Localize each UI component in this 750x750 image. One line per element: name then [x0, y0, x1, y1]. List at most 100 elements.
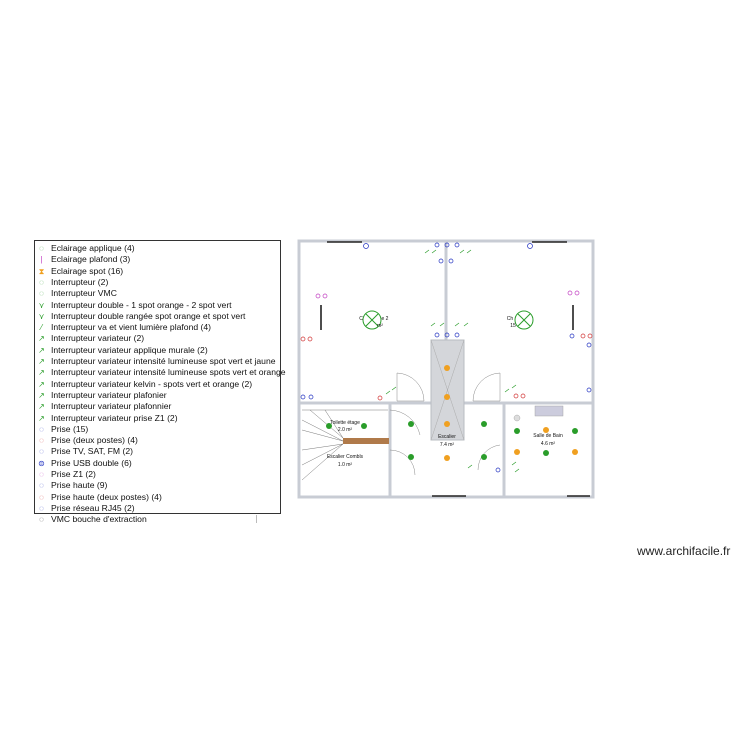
legend-item: ↗ Interrupteur variateur (2)	[37, 333, 144, 344]
legend-item: ◌ Interrupteur (2)	[37, 277, 108, 288]
legend-item: ↗ Interrupteur variateur prise Z1 (2)	[37, 412, 178, 424]
legend-item: ↗ Interrupteur variateur intensité lumine…	[37, 367, 286, 378]
windows	[320, 241, 590, 497]
vmc-icon: ◌	[39, 515, 44, 525]
partial-label: Ch	[507, 316, 514, 322]
legend-item-label: Interrupteur variateur (2)	[51, 333, 145, 344]
high-outlet-icon: ◌	[39, 481, 44, 491]
legend-item: | Eclairage plafond (3)	[37, 254, 130, 265]
dimmer-icon: ↗	[38, 357, 45, 366]
legend-item-label: Interrupteur VMC	[51, 288, 117, 299]
dimmer-icon: ↗	[38, 345, 45, 355]
room-area: 4.6 m²	[541, 441, 556, 447]
legend-item: ↗ Interrupteur variateur plafonier	[37, 389, 167, 401]
partial-label: 15	[510, 323, 516, 329]
legend-item: ◌ Prise haute (deux postes) (4)	[37, 492, 162, 503]
legend-item-label: Interrupteur double rangée spot orange e…	[51, 310, 246, 321]
partial-label: e 2	[382, 316, 389, 322]
sink	[534, 405, 564, 417]
toilet	[513, 414, 521, 422]
green-spots	[326, 421, 578, 460]
partial-label: m²	[377, 323, 383, 329]
legend-item-label: Interrupteur variateur plafonier	[51, 389, 167, 400]
dimmer-icon: ↗	[38, 390, 45, 400]
legend-item: ⋎ Interrupteur double rangée spot orange …	[37, 310, 246, 322]
legend-item: ◌ Prise TV, SAT, FM (2)	[37, 446, 133, 457]
legend-item-label: Interrupteur variateur prise Z1 (2)	[51, 412, 178, 423]
room-name: Escalier Combls	[327, 454, 364, 460]
legend-item-label: Prise haute (deux postes) (4)	[51, 491, 162, 502]
legend-item-label: VMC bouche d'extraction	[51, 514, 147, 525]
double-outlet-icon: ◌	[39, 436, 44, 446]
room-name: Salle de Bain	[533, 433, 563, 439]
two-way-switch-icon: ⁄	[40, 323, 43, 333]
legend-item-label: Interrupteur double - 1 spot orange - 2 …	[51, 299, 232, 310]
dimmer-icon: ↗	[38, 334, 45, 344]
legend-item-label: Prise réseau RJ45 (2)	[51, 502, 135, 513]
doors	[389, 372, 501, 476]
legend-item: ◌ Eclairage applique (4)	[37, 243, 135, 254]
scale-tick	[256, 515, 257, 523]
outlet-icon: ◌	[39, 470, 44, 479]
legend-item-label: Eclairage applique (4)	[51, 243, 135, 253]
legend-item-label: Eclairage plafond (3)	[51, 254, 131, 265]
legend-item: ◌ Prise réseau RJ45 (2)	[37, 502, 135, 514]
room-name: Toilette étage	[330, 420, 360, 426]
outlet-icon: ◌	[39, 424, 44, 434]
switch-icon: ◌	[39, 289, 44, 299]
switch-icon: ◌	[39, 277, 44, 287]
dimmer-icon: ↗	[38, 402, 45, 412]
usb-outlet-icon: ⊜	[38, 458, 45, 468]
outlets	[300, 242, 593, 473]
legend-item-label: Prise USB double (6)	[51, 457, 132, 468]
ceiling-light-icon: |	[40, 255, 43, 265]
legend-item-label: Eclairage spot (16)	[51, 265, 124, 276]
legend-item-label: Prise (deux postes) (4)	[51, 435, 138, 446]
legend-item: ◌ Interrupteur VMC	[37, 288, 117, 299]
legend-item-label: Interrupteur (2)	[51, 276, 109, 287]
legend-item: ◌ VMC bouche d'extraction	[37, 514, 147, 525]
high-outlet-icon: ◌	[39, 492, 44, 502]
legend-item: ⧗ Eclairage spot (16)	[37, 266, 123, 277]
room-area: 7.4 m²	[440, 442, 455, 448]
legend-item: ↗ Interrupteur variateur kelvin - spots v…	[37, 379, 252, 390]
double-switch-icon: ⋎	[38, 311, 45, 321]
ceiling-lights	[362, 310, 534, 330]
legend-item: ⋎ Interrupteur double - 1 spot orange - 2…	[37, 300, 232, 311]
stair-landing	[343, 438, 389, 444]
room-area: 2.0 m²	[338, 427, 353, 433]
legend-item-label: Interrupteur variateur plafonnier	[51, 401, 172, 412]
legend-item-label: Interrupteur va et vient lumière plafond…	[51, 322, 212, 333]
spots	[444, 365, 578, 461]
legend-item: ◌ Prise haute (9)	[37, 480, 107, 491]
floor-plan[interactable]: Toilette étage 2.0 m² Escalier Combls 1.…	[296, 238, 596, 500]
dimmer-icon: ↗	[38, 413, 45, 423]
room-name: 1.0 m²	[338, 462, 353, 468]
legend-item: ↗ Interrupteur variateur plafonnier	[37, 401, 171, 412]
dimmer-icon: ↗	[38, 368, 45, 378]
stairs	[301, 409, 388, 481]
legend-item: ↗ Interrupteur variateur applique murale …	[37, 345, 208, 356]
dimmer-icon: ↗	[38, 379, 45, 389]
spot-icon: ⧗	[38, 266, 45, 276]
tv-outlet-icon: ◌	[39, 447, 44, 457]
legend-item-label: Interrupteur variateur kelvin - spots ve…	[51, 378, 253, 389]
partial-label: C	[359, 316, 363, 322]
network-outlet-icon: ◌	[39, 503, 44, 513]
legend-item-label: Prise (15)	[51, 423, 89, 434]
legend-item-label: Interrupteur variateur applique murale (…	[51, 344, 208, 355]
legend-item: ◌ Prise (15)	[37, 424, 88, 435]
double-switch-icon: ⋎	[38, 300, 45, 310]
legend-item-label: Prise haute (9)	[51, 480, 108, 491]
watermark: www.archifacile.fr	[637, 544, 731, 558]
legend: ◌ Eclairage applique (4) | Eclairage plafon…	[34, 240, 286, 524]
legend-item: ⁄ Interrupteur va et vient lumière plafon…	[37, 322, 211, 333]
legend-item-label: Prise Z1 (2)	[51, 469, 96, 479]
wall-light-icon: ◌	[39, 244, 44, 253]
legend-item: ◌ Prise Z1 (2)	[37, 469, 96, 480]
legend-item: ⊜ Prise USB double (6)	[37, 458, 132, 469]
legend-item-label: Prise TV, SAT, FM (2)	[51, 446, 133, 457]
room-name: Escalier	[438, 434, 456, 440]
legend-item-label: Interrupteur variateur intensité lumineu…	[51, 356, 276, 366]
legend-item-label: Interrupteur variateur intensité lumineu…	[51, 367, 286, 378]
